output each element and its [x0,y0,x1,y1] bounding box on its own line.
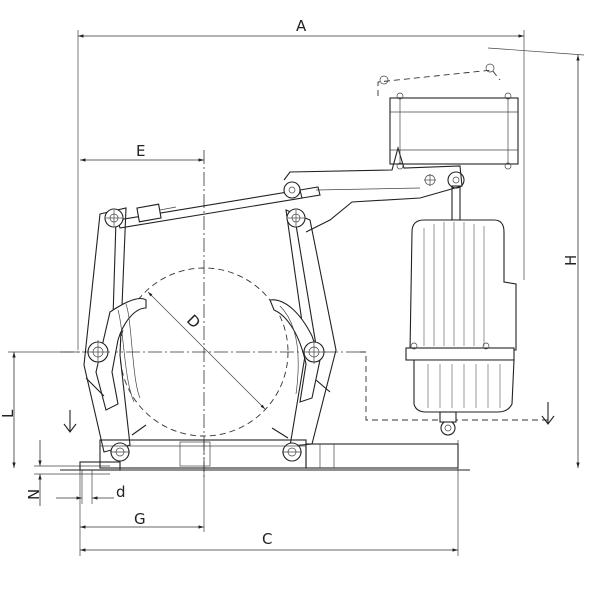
dim-label-d-small: d [116,483,126,501]
dim-label-l: L [0,409,17,418]
hydraulic-thruster [405,185,517,423]
dim-label-d: D [183,311,204,332]
pin-top-right [286,208,306,228]
drum-diameter-line [147,291,266,410]
dim-label-n: N [25,489,43,500]
pin-top-left [104,208,124,228]
pin-bottom-right [282,442,302,462]
right-brake-arm [269,209,337,447]
dim-label-h: H [562,255,580,266]
dimension-lines [8,30,585,556]
pin-lever-left [283,181,301,199]
counterweight-box [377,63,519,170]
dim-label-c: C [262,530,272,548]
pin-mid-left [86,340,110,364]
left-brake-arm [83,207,147,453]
pin-thruster-bottom [440,420,456,436]
main-lever [283,146,463,233]
dim-label-e: E [136,142,145,160]
base-plate [60,439,470,471]
view-arrows [63,402,555,433]
pin-bottom-left [110,442,130,462]
dim-label-g: G [134,510,146,528]
dim-label-a: A [296,17,307,35]
pin-mid-right [302,340,326,364]
